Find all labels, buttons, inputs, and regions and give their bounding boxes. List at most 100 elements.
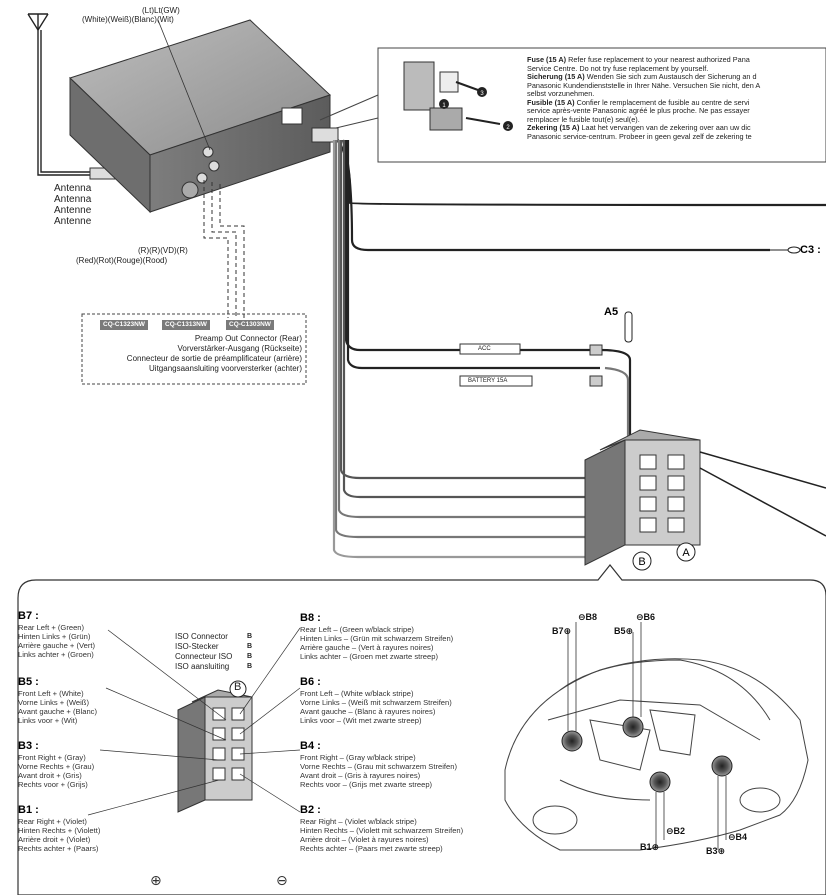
pin-line: Links achter – (Groen met zwarte streep) bbox=[300, 652, 439, 661]
preamp-line-nl: Uitgangsaansluiting voorversterker (acht… bbox=[149, 364, 302, 373]
pin-b1-heading: B1 : bbox=[18, 804, 39, 816]
preamp-line-fr: Connecteur de sortie de préamplificateur… bbox=[126, 354, 302, 363]
spk-tag-b5: B5⊕ bbox=[614, 626, 634, 636]
pin-line: Arrière droit – (Violet à rayures noires… bbox=[300, 835, 429, 844]
pin-line: Rear Left – (Green w/black stripe) bbox=[300, 625, 414, 634]
fuse-line: Fuse (15 A) Refer fuse replacement to yo… bbox=[527, 56, 750, 64]
pin-b2: B2 : Rear Right – (Violet w/black stripe… bbox=[300, 804, 463, 853]
iso-connector-detail bbox=[177, 680, 253, 813]
connector-b-letter: B bbox=[638, 556, 645, 568]
pin-b7: B7 : Rear Left + (Green)Hinten Links + (… bbox=[18, 610, 95, 659]
wire-harness bbox=[311, 127, 826, 559]
pin-line: Front Right + (Gray) bbox=[18, 753, 86, 762]
spk-tag-b2: ⊖B2 bbox=[666, 826, 686, 836]
iso-box-letter: B bbox=[234, 681, 242, 693]
head-unit bbox=[69, 19, 331, 214]
fuse-callout: 1 2 3 bbox=[319, 47, 826, 163]
iso-connector-main bbox=[584, 429, 826, 566]
rca-label-2: (Red)(Rot)(Rouge)(Rood) bbox=[76, 256, 168, 265]
pin-b6-heading: B6 : bbox=[300, 676, 321, 688]
antenna-label-fr: Antenne bbox=[54, 205, 92, 216]
fuse-line: Fusible (15 A) Confier le remplacement d… bbox=[527, 97, 750, 107]
pin-b4: B4 : Front Right – (Gray w/black stripe)… bbox=[300, 740, 457, 789]
antenna-symbol bbox=[27, 13, 90, 176]
fuse-step-3: 3 bbox=[480, 91, 484, 97]
rca-label: (R)(R)(VD)(R) bbox=[138, 246, 188, 255]
pin-line: Hinten Rechts – (Violett mit schwarzem S… bbox=[300, 826, 464, 835]
iso-line-fr: Connecteur ISO bbox=[175, 652, 233, 661]
plus-symbol: ⊕ bbox=[150, 872, 162, 888]
preamp-box bbox=[81, 313, 307, 385]
spk-tag-b7: B7⊕ bbox=[552, 626, 572, 636]
pin-line: Rear Right + (Violet) bbox=[18, 817, 87, 826]
pin-line: Rechts achter + (Paars) bbox=[18, 844, 99, 853]
pin-line: Rechts voor – (Grijs met zwarte streep) bbox=[300, 780, 433, 789]
c3-label: C3 : bbox=[800, 244, 821, 256]
pin-leader-lines bbox=[87, 627, 301, 816]
pin-b6: B6 : Front Left – (White w/black stripe)… bbox=[300, 676, 452, 725]
pin-line: Links achter + (Groen) bbox=[18, 650, 94, 659]
pin-line: Avant droit – (Gris à rayures noires) bbox=[300, 771, 421, 780]
pin-line: Links voor + (Wit) bbox=[18, 716, 78, 725]
spk-tag-b3: B3⊕ bbox=[706, 846, 726, 856]
fuse-text: Fuse (15 A) Refer fuse replacement to yo… bbox=[527, 56, 825, 141]
pin-line: Links voor – (Wit met zwarte streep) bbox=[300, 716, 422, 725]
model-badge-3: CQ-C1303NW bbox=[226, 320, 274, 330]
pin-line: Vorne Rechts + (Grau) bbox=[18, 762, 95, 771]
iso-letters: B B B B bbox=[247, 632, 252, 672]
pin-line: Rechts achter – (Paars met zwarte streep… bbox=[300, 844, 443, 853]
unit-label-white: (White)(Weiß)(Blanc)(Wit) bbox=[82, 15, 174, 24]
car-illustration bbox=[504, 658, 809, 851]
speaker-leader-lines bbox=[567, 622, 727, 850]
iso-letter: B bbox=[247, 663, 253, 670]
preamp-line-de: Vorverstärker-Ausgang (Rückseite) bbox=[177, 344, 303, 353]
antenna-labels: Antenna Antenna Antenne Antenne bbox=[54, 183, 91, 227]
pin-line: Front Right – (Gray w/black stripe) bbox=[300, 753, 416, 762]
iso-line-de: ISO-Stecker bbox=[175, 642, 219, 651]
fuse-step-2: 2 bbox=[506, 125, 510, 131]
pin-line: Arrière droit + (Violet) bbox=[18, 835, 91, 844]
pin-b4-heading: B4 : bbox=[300, 740, 321, 752]
iso-line-nl: ISO aansluiting bbox=[175, 662, 230, 671]
pin-line: Rear Right – (Violet w/black stripe) bbox=[300, 817, 417, 826]
pin-b2-heading: B2 : bbox=[300, 804, 321, 816]
antenna-label-nl: Antenne bbox=[54, 216, 92, 227]
pin-line: Vorne Rechts – (Grau mit schwarzem Strei… bbox=[300, 762, 457, 771]
fuse-line: Sicherung (15 A) Wenden Sie sich zum Aus… bbox=[527, 72, 757, 81]
pin-line: Arrière gauche + (Vert) bbox=[18, 641, 96, 650]
pin-b1: B1 : Rear Right + (Violet)Hinten Rechts … bbox=[18, 804, 100, 853]
fuse-line: selbst vorzunehmen. bbox=[527, 89, 595, 98]
pin-b8: B8 : Rear Left – (Green w/black stripe)H… bbox=[300, 612, 453, 661]
pin-b3-heading: B3 : bbox=[18, 740, 39, 752]
pin-b3: B3 : Front Right + (Gray)Vorne Rechts + … bbox=[18, 740, 94, 789]
pin-line: Hinten Rechts + (Violett) bbox=[18, 826, 101, 835]
connector-a-letter: A bbox=[682, 547, 690, 559]
pin-b8-heading: B8 : bbox=[300, 612, 321, 624]
minus-symbol: ⊖ bbox=[276, 872, 288, 888]
pin-line: Arrière gauche – (Vert à rayures noires) bbox=[300, 643, 434, 652]
fuse-step-1: 1 bbox=[442, 103, 446, 109]
fuse-line: Panasonic service-centrum. Probeer in ge… bbox=[527, 131, 752, 141]
iso-legend: ISO Connector ISO-Stecker Connecteur ISO… bbox=[175, 632, 232, 672]
preamp-cable bbox=[203, 180, 245, 318]
pin-line: Avant gauche + (Blanc) bbox=[18, 707, 98, 716]
pin-line: Front Left – (White w/black stripe) bbox=[300, 689, 414, 698]
fuse-line: service après-vente Panasonic agréé le p… bbox=[527, 106, 750, 115]
pin-line: Avant gauche – (Blanc à rayures noires) bbox=[300, 707, 436, 716]
iso-line-en: ISO Connector bbox=[175, 632, 228, 641]
pin-line: Hinten Links + (Grün) bbox=[18, 632, 91, 641]
pin-line: Hinten Links – (Grün mit schwarzem Strei… bbox=[300, 634, 454, 643]
spk-tag-b6: ⊖B6 bbox=[636, 612, 656, 622]
spk-tag-b1: B1⊕ bbox=[640, 842, 660, 852]
iso-letter: B bbox=[247, 653, 253, 660]
unit-label-lt: (Lt)Lt(GW) bbox=[142, 6, 180, 15]
pin-b5-heading: B5 : bbox=[18, 676, 39, 688]
antenna-label-de: Antenna bbox=[54, 194, 92, 205]
pin-b5: B5 : Front Left + (White)Vorne Links + (… bbox=[18, 676, 97, 725]
iso-letter: B bbox=[247, 633, 253, 640]
battery-label: BATTERY 15A bbox=[468, 378, 508, 384]
preamp-line-en: Preamp Out Connector (Rear) bbox=[194, 334, 302, 343]
a5-label: A5 bbox=[604, 306, 619, 318]
pin-line: Rear Left + (Green) bbox=[18, 623, 85, 632]
